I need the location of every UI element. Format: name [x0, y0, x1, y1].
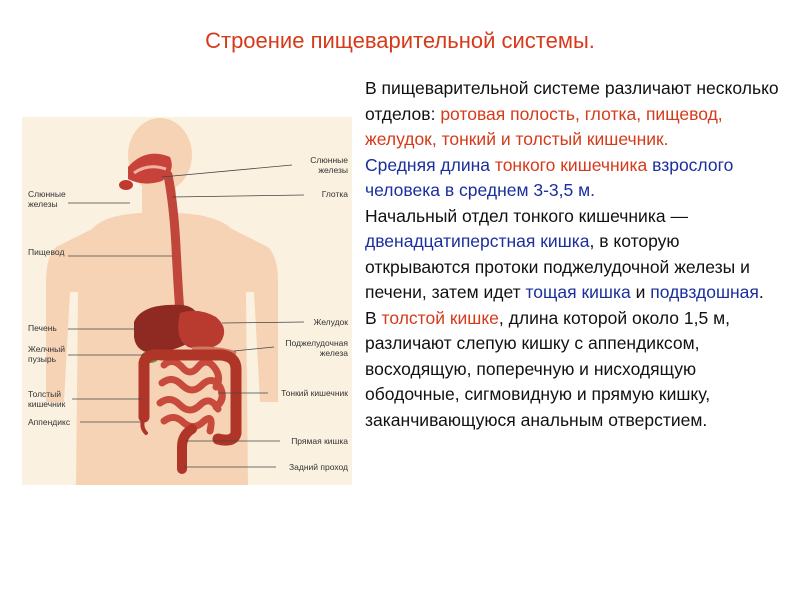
appendix	[140, 415, 148, 435]
page-title: Строение пищеварительной системы.	[205, 28, 595, 53]
paragraph-sections: В пищеварительной системе различают неск…	[365, 78, 779, 149]
paragraph-small-intestine-length: Средняя длина тонкого кишечника взрослог…	[365, 154, 734, 201]
stomach	[178, 310, 225, 350]
label-pharynx: Глотка	[321, 189, 348, 199]
leader-lines	[68, 164, 305, 468]
diagram-illustration	[22, 117, 352, 485]
label-esophagus: Пищевод	[28, 247, 65, 257]
label-appendix: Аппендикс	[28, 417, 71, 427]
mouth-region	[119, 153, 172, 190]
label-stomach: Желудок	[313, 317, 348, 327]
large-intestine	[138, 349, 242, 446]
esophagus	[163, 170, 185, 318]
description-text: В пищеварительной системе различают неск…	[365, 76, 780, 433]
label-small-intestine: Тонкий кишечник	[281, 388, 348, 398]
label-liver: Печень	[28, 323, 57, 333]
rectum	[177, 424, 197, 474]
paragraph-large-intestine: В толстой кишке, длина которой около 1,5…	[365, 307, 730, 430]
paragraph-small-intestine-parts: Начальный отдел тонкого кишечника — двен…	[365, 205, 764, 303]
label-anus: Задний проход	[289, 462, 348, 472]
label-rectum: Прямая кишка	[291, 436, 348, 446]
